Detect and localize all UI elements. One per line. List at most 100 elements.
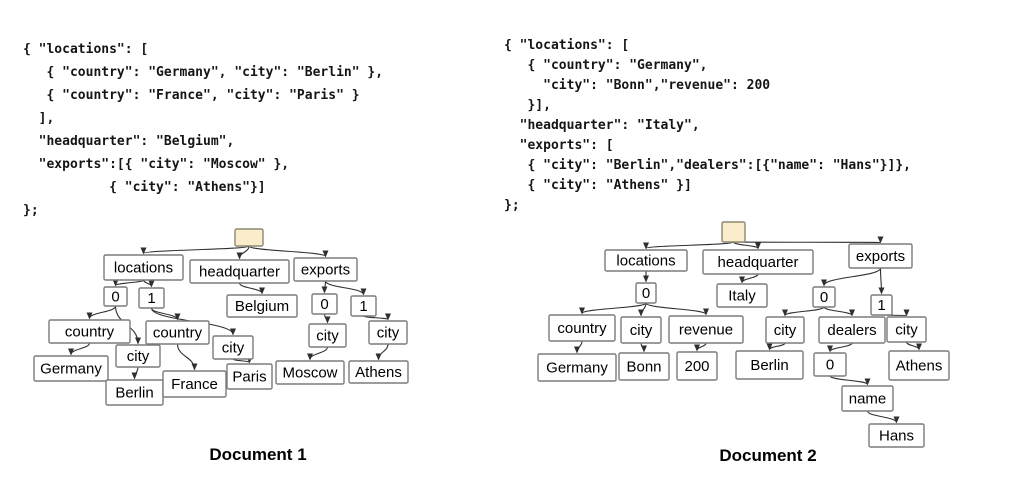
tree-node-label-locations: locations — [616, 253, 675, 270]
tree-node-country0 — [48, 319, 131, 344]
tree-node-label-city0: city — [127, 348, 150, 365]
tree-node-dealers — [818, 316, 886, 344]
tree-node-country1 — [145, 320, 210, 345]
document2-json-code: { "locations": [ { "country": "Germany",… — [504, 38, 911, 213]
tree-node-label-dealers: dealers — [827, 322, 876, 339]
tree-node-hans — [868, 423, 925, 448]
tree-node-exports — [848, 243, 913, 269]
tree-edge-country-germany — [574, 340, 583, 354]
tree-node-loc0 — [635, 282, 657, 304]
tree-edge-cityE0-berlin — [766, 342, 786, 351]
tree-edge-exports-exp1 — [324, 280, 367, 296]
tree-node-cityL — [620, 316, 662, 344]
tree-node-berlin — [735, 350, 804, 380]
tree-node-paris — [226, 363, 273, 390]
tree-node-label-country1: country — [153, 325, 203, 342]
tree-edge-exports-exp0 — [821, 267, 882, 287]
tree-node-loc0 — [103, 286, 128, 307]
tree-edge-exp0-cityE0 — [782, 306, 825, 317]
document1-json-code: { "locations": [ { "country": "Germany",… — [23, 42, 384, 218]
tree-node-label-bonn: Bonn — [626, 359, 661, 376]
tree-node-name — [841, 385, 894, 412]
tree-edge-d0-name — [829, 375, 871, 386]
tree-node-label-cityE1: city — [377, 325, 400, 342]
tree-node-label-exp1: 1 — [359, 298, 367, 315]
tree-node-label-country: country — [557, 320, 607, 337]
tree-node-label-france: France — [171, 376, 218, 393]
tree-node-label-cityL: city — [630, 322, 653, 339]
tree-node-label-headquarter: headquarter — [718, 254, 799, 271]
tree-node-label-exports: exports — [856, 248, 905, 265]
tree-node-label-r200: 200 — [684, 358, 709, 375]
tree-node-exp1 — [350, 295, 377, 317]
tree-node-root — [721, 221, 746, 243]
tree-node-belgium — [226, 294, 298, 318]
tree-node-label-germany: Germany — [40, 361, 102, 378]
tree-node-label-country0: country — [65, 324, 115, 341]
tree-edge-cityL-bonn — [640, 342, 647, 353]
tree-node-moscow — [275, 360, 345, 385]
tree-node-label-headquarter: headquarter — [199, 264, 280, 281]
tree-node-label-athens: Athens — [896, 358, 943, 375]
tree-node-label-revenue: revenue — [679, 322, 733, 339]
tree-node-exp1 — [870, 294, 893, 316]
tree-edge-loc0-revenue — [645, 302, 709, 316]
tree-edge-country0-germany — [68, 342, 91, 356]
tree-edge-dealers-d0 — [827, 342, 853, 353]
tree-node-label-name: name — [849, 391, 887, 408]
tree-edge-country1-france — [176, 343, 198, 371]
tree-node-label-paris: Paris — [232, 369, 266, 386]
tree-edge-loc0-cityL — [638, 302, 647, 317]
tree-edge-revenue-r200 — [694, 342, 707, 352]
tree-node-label-exp0: 0 — [820, 289, 828, 306]
tree-edge-cityE1-athens — [905, 341, 922, 351]
tree-node-country — [548, 314, 616, 342]
tree-node-loc1 — [138, 287, 165, 309]
tree-node-locations — [604, 249, 688, 272]
tree-node-label-cityE0: city — [316, 328, 339, 345]
tree-node-label-italy: Italy — [728, 288, 756, 305]
tree-node-label-cityE0: city — [774, 322, 797, 339]
tree-edge-locations-loc1 — [142, 279, 155, 288]
tree-node-exp0 — [311, 293, 338, 315]
tree-node-exports — [293, 257, 358, 282]
tree-edge-root-locations — [643, 241, 735, 250]
tree-edge-root-headquarter — [732, 241, 761, 250]
document1-caption: Document 1 — [209, 445, 307, 464]
tree-edge-name-hans — [866, 410, 900, 424]
tree-node-label-exp0: 0 — [320, 296, 328, 313]
tree-node-city0 — [115, 344, 161, 368]
tree-node-exp0 — [812, 286, 836, 308]
tree-edge-cityE0-moscow — [307, 346, 329, 361]
tree-node-cityE1 — [886, 316, 927, 343]
tree-node-label-hans: Hans — [879, 428, 914, 445]
tree-edge-loc0-country — [579, 302, 647, 315]
tree-node-label-berlin: Berlin — [115, 385, 153, 402]
tree-edge-exports-exp1 — [878, 267, 885, 295]
tree-edge-exp0-dealers — [823, 306, 855, 317]
tree-node-label-loc0: 0 — [111, 289, 119, 306]
tree-node-label-belgium: Belgium — [235, 298, 289, 315]
tree-node-athens — [348, 360, 409, 384]
tree-node-france — [162, 370, 227, 398]
tree-node-city1 — [212, 335, 254, 360]
document2-caption: Document 2 — [719, 446, 817, 465]
tree-edge-city0-berlin — [131, 366, 139, 380]
tree-node-label-moscow: Moscow — [282, 365, 337, 382]
tree-node-germany — [33, 355, 109, 382]
tree-edge-headquarter-italy — [739, 273, 759, 284]
tree-edge-loc0-country0 — [86, 305, 117, 320]
tree-node-r200 — [676, 351, 718, 381]
tree-node-athens — [888, 350, 950, 381]
tree-node-label-exports: exports — [301, 262, 350, 279]
tree-edge-headquarter-belgium — [238, 282, 265, 295]
tree-node-bonn — [618, 352, 670, 381]
tree-node-locations — [103, 254, 184, 281]
tree-node-label-athens: Athens — [355, 364, 402, 381]
tree-node-cityE1 — [368, 320, 408, 345]
tree-node-label-loc1: 1 — [147, 290, 155, 307]
